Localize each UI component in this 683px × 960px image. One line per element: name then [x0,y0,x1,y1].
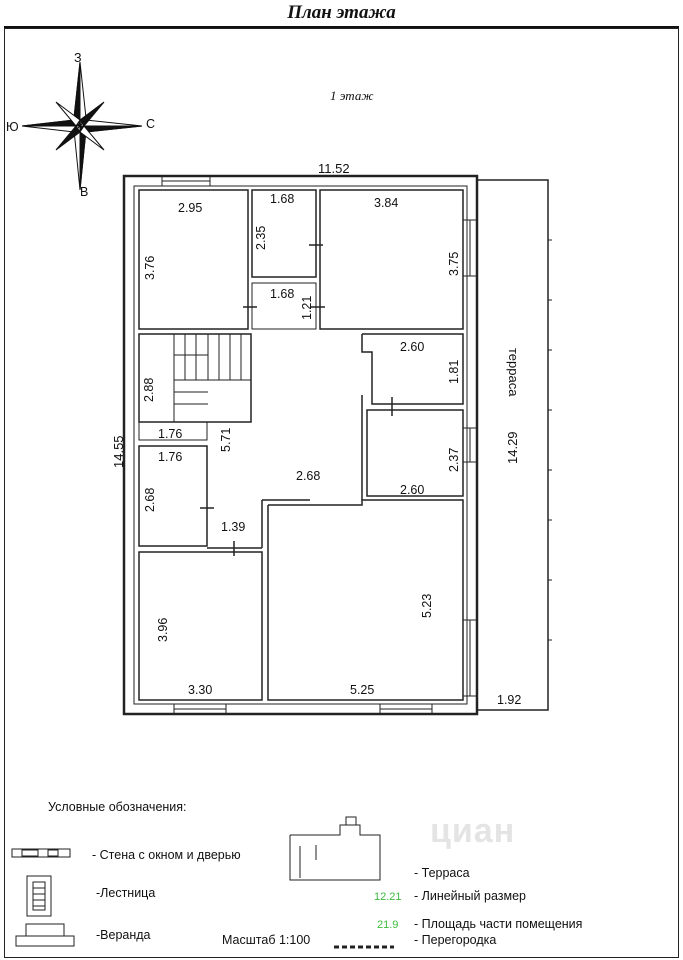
dim-corr-h: 1.21 [300,295,314,320]
dim-corr-w: 1.68 [270,287,295,301]
dim-r1-w: 2.95 [178,201,203,215]
dim-r4-w: 1.76 [158,450,183,464]
floor-label: 1 этаж [330,88,374,103]
dim-left-total: 14.55 [111,435,126,468]
compass-north: В [80,185,89,199]
dim-hall-h: 5.71 [219,427,233,452]
legend-wall: - Стена с окном и дверью [92,848,241,862]
dim-r6-w: 2.60 [400,483,425,497]
legend-linear: - Линейный размер [414,889,526,903]
plan-title: План этажа [4,0,679,28]
dim-r8-w: 5.25 [350,683,375,697]
legend-stairs: -Лестница [96,886,156,900]
dim-door-w: 1.39 [221,520,246,534]
dim-r8-h: 5.23 [420,593,434,618]
terrace-label: терраса [506,348,521,397]
compass-east: С [146,117,156,131]
legend-terrace: - Терраса [414,866,470,880]
dim-r2-w: 1.68 [270,192,295,206]
dim-r7-h: 3.96 [156,617,170,642]
dim-r7-w: 3.30 [188,683,213,697]
dim-r6-h: 2.37 [447,447,461,472]
dim-r1-h: 3.76 [143,255,157,280]
dim-hall-w: 2.68 [296,469,321,483]
dim-r5-w: 2.60 [400,340,425,354]
dim-r4-h: 2.68 [143,487,157,512]
compass-rose [21,61,143,191]
legend-area-sample: 21.9 [377,919,399,931]
legend-partition: - Перегородка [414,933,497,947]
watermark: циан [430,812,516,850]
compass-west: З [74,51,82,65]
dim-r5-h: 1.81 [447,359,461,384]
dim-stair-h: 2.88 [142,377,156,402]
dim-r3-h: 3.75 [447,251,461,276]
legend-area: - Площадь части помещения [414,917,583,931]
dim-top-total: 11.52 [318,161,350,176]
dim-r2-h: 2.35 [254,225,268,250]
legend-heading: Условные обозначения: [48,800,187,814]
dim-stair-w: 1.76 [158,427,183,441]
legend-scale: Масштаб 1:100 [222,933,311,947]
dim-terrace-h: 14.29 [505,431,520,464]
compass-south: Ю [6,120,19,134]
plan-frame [4,28,679,958]
dim-terrace-w: 1.92 [497,693,522,707]
dim-r3-w: 3.84 [374,196,399,210]
legend-linear-sample: 12.21 [374,891,402,903]
legend-veranda: -Веранда [96,928,151,942]
